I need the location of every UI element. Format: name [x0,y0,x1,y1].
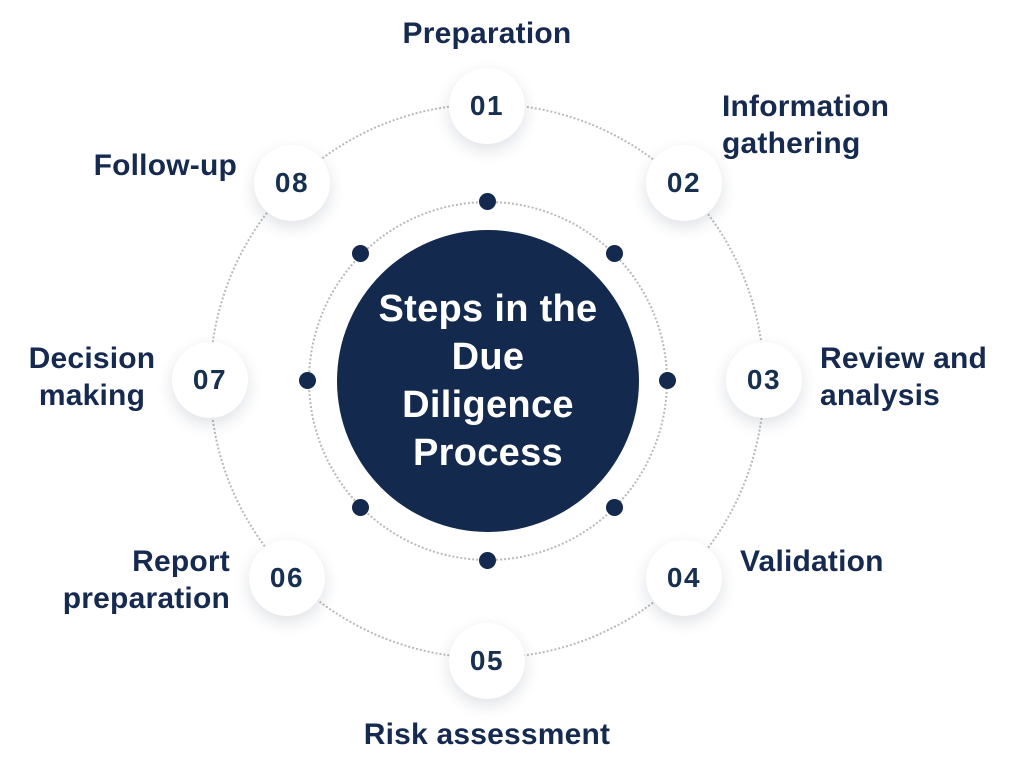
step-7-number-badge: 07 [172,342,248,418]
ring-dot-2 [606,245,623,262]
step-6-number-badge: 06 [249,540,325,616]
ring-dot-7 [299,372,316,389]
step-2-number-badge: 02 [646,145,722,221]
step-6-label-report-preparation: Report preparation [62,545,230,615]
ring-dot-4 [606,499,623,516]
step-1-label-preparation: Preparation [402,17,572,50]
diagram-title: Steps in the Due Diligence Process [378,288,598,474]
ring-dot-8 [352,245,369,262]
step-5-number-badge: 05 [449,623,525,699]
step-3-label-review-and-analysis: Review and analysis [820,342,988,412]
step-4-number-badge: 04 [646,540,722,616]
step-5-label-risk-assessment: Risk assessment [363,718,611,751]
step-1-number-badge: 01 [449,68,525,144]
step-8-label-follow-up: Follow-up [93,149,237,182]
step-4-label-validation: Validation [740,545,884,578]
ring-dot-5 [479,552,496,569]
ring-dot-6 [352,499,369,516]
center-circle: Steps in the Due Diligence Process [337,230,639,532]
step-2-label-information-gathering: Information gathering [722,90,890,160]
step-8-number-badge: 08 [254,145,330,221]
step-3-number-badge: 03 [726,342,802,418]
ring-dot-1 [479,193,496,210]
ring-dot-3 [659,372,676,389]
step-7-label-decision-making: Decision making [28,342,156,412]
